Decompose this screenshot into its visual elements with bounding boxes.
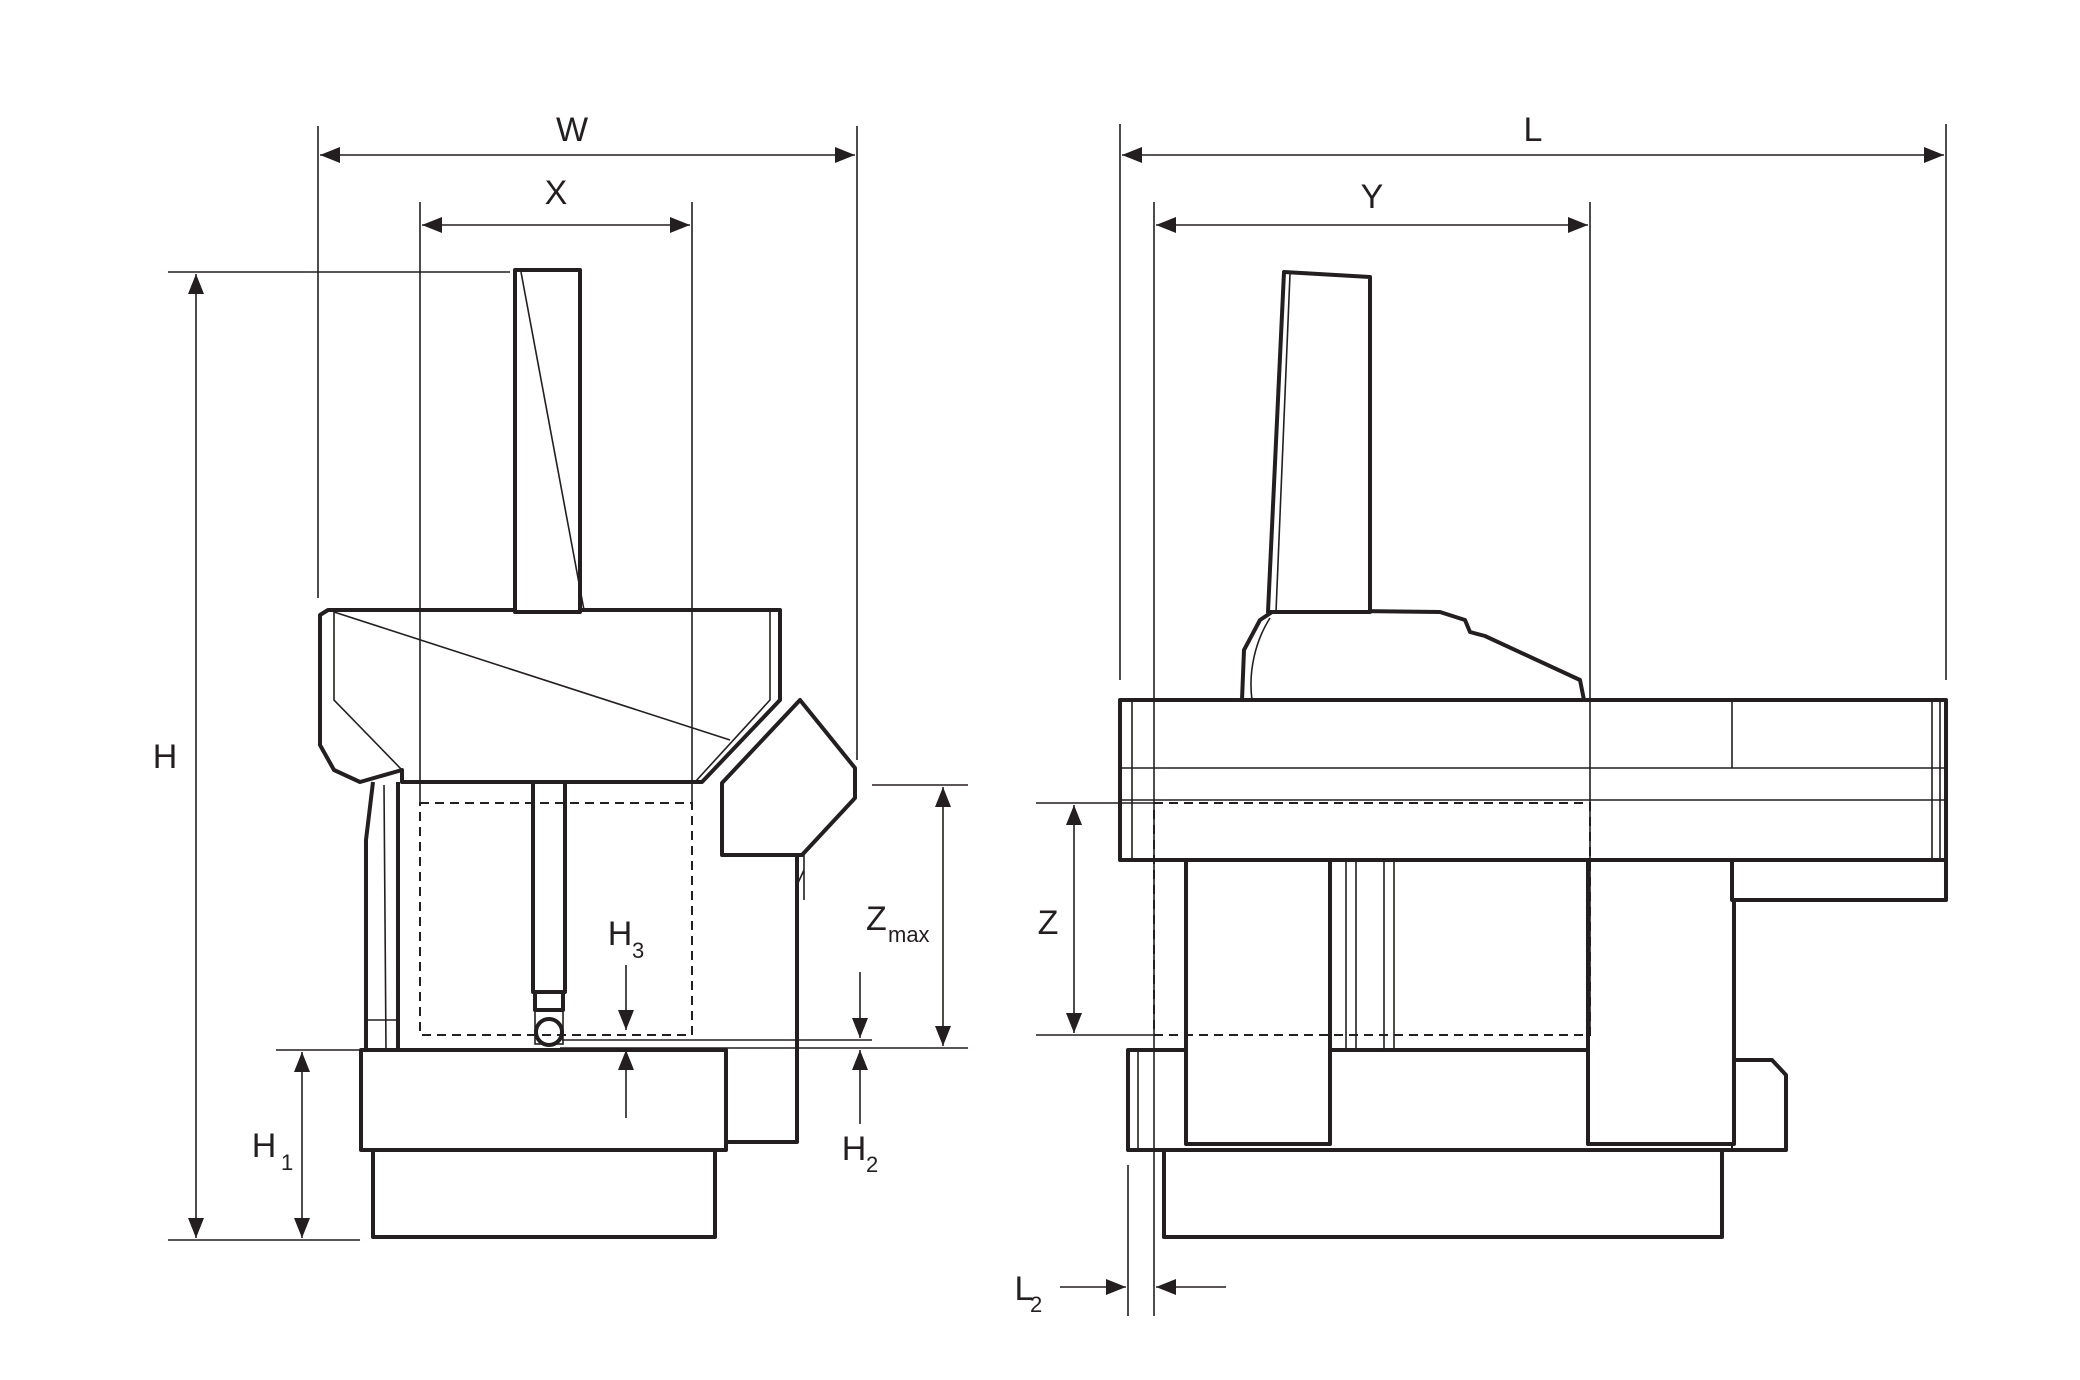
h2-subscript: 2	[866, 1152, 878, 1177]
side-ram-column	[1266, 270, 1372, 614]
l2-label: L	[1015, 1270, 1034, 1308]
side-inner-rail	[1345, 858, 1395, 1050]
z-label: Z	[1038, 904, 1059, 942]
front-right-column	[726, 853, 799, 1144]
side-rail-extension	[1730, 858, 1948, 902]
x-label: X	[545, 174, 568, 212]
front-view: W X H H 1 Z max H 2 H 3	[153, 111, 968, 1241]
h1-label: H	[252, 1127, 277, 1165]
side-ram-edge	[1275, 273, 1291, 613]
front-end-cap-lip	[796, 855, 805, 900]
h-label: H	[153, 738, 178, 776]
side-carriage	[1240, 608, 1586, 702]
zmax-subscript: max	[888, 922, 930, 947]
l-label: L	[1524, 111, 1543, 149]
h2-label: H	[842, 1130, 867, 1168]
h3-label: H	[608, 915, 633, 953]
front-bridge-beam	[318, 608, 782, 784]
side-right-leg	[1586, 856, 1736, 1146]
front-left-leg	[364, 781, 400, 1050]
front-measuring-volume	[419, 802, 693, 1036]
y-label: Y	[1361, 178, 1384, 216]
front-end-cap	[720, 698, 857, 857]
front-bridge-detail	[333, 611, 771, 783]
front-z-spindle	[531, 780, 567, 994]
side-left-stopper	[1127, 1049, 1139, 1151]
front-probe-body	[534, 1009, 564, 1045]
front-table	[359, 1048, 728, 1152]
front-ram-column	[513, 268, 582, 614]
front-base-foot	[371, 1148, 717, 1239]
front-left-leg-inner	[383, 784, 387, 1051]
front-probe-tip	[534, 1017, 564, 1047]
zmax-label: Z	[866, 900, 887, 938]
l2-subscript: 2	[1030, 1292, 1042, 1317]
h3-subscript: 3	[632, 938, 644, 963]
side-left-leg	[1184, 856, 1332, 1146]
side-right-bracket	[1733, 1058, 1788, 1152]
side-view: L Y Z L 2	[1015, 111, 1948, 1317]
side-top-rail	[1118, 698, 1948, 862]
h1-subscript: 1	[281, 1150, 293, 1175]
front-probe-head	[533, 990, 565, 1012]
side-base-foot	[1162, 1148, 1724, 1239]
w-label: W	[556, 111, 588, 149]
side-top-rail-detail	[1120, 700, 1946, 900]
front-ram-diagonal	[520, 271, 585, 611]
side-carriage-curve	[1250, 617, 1271, 701]
